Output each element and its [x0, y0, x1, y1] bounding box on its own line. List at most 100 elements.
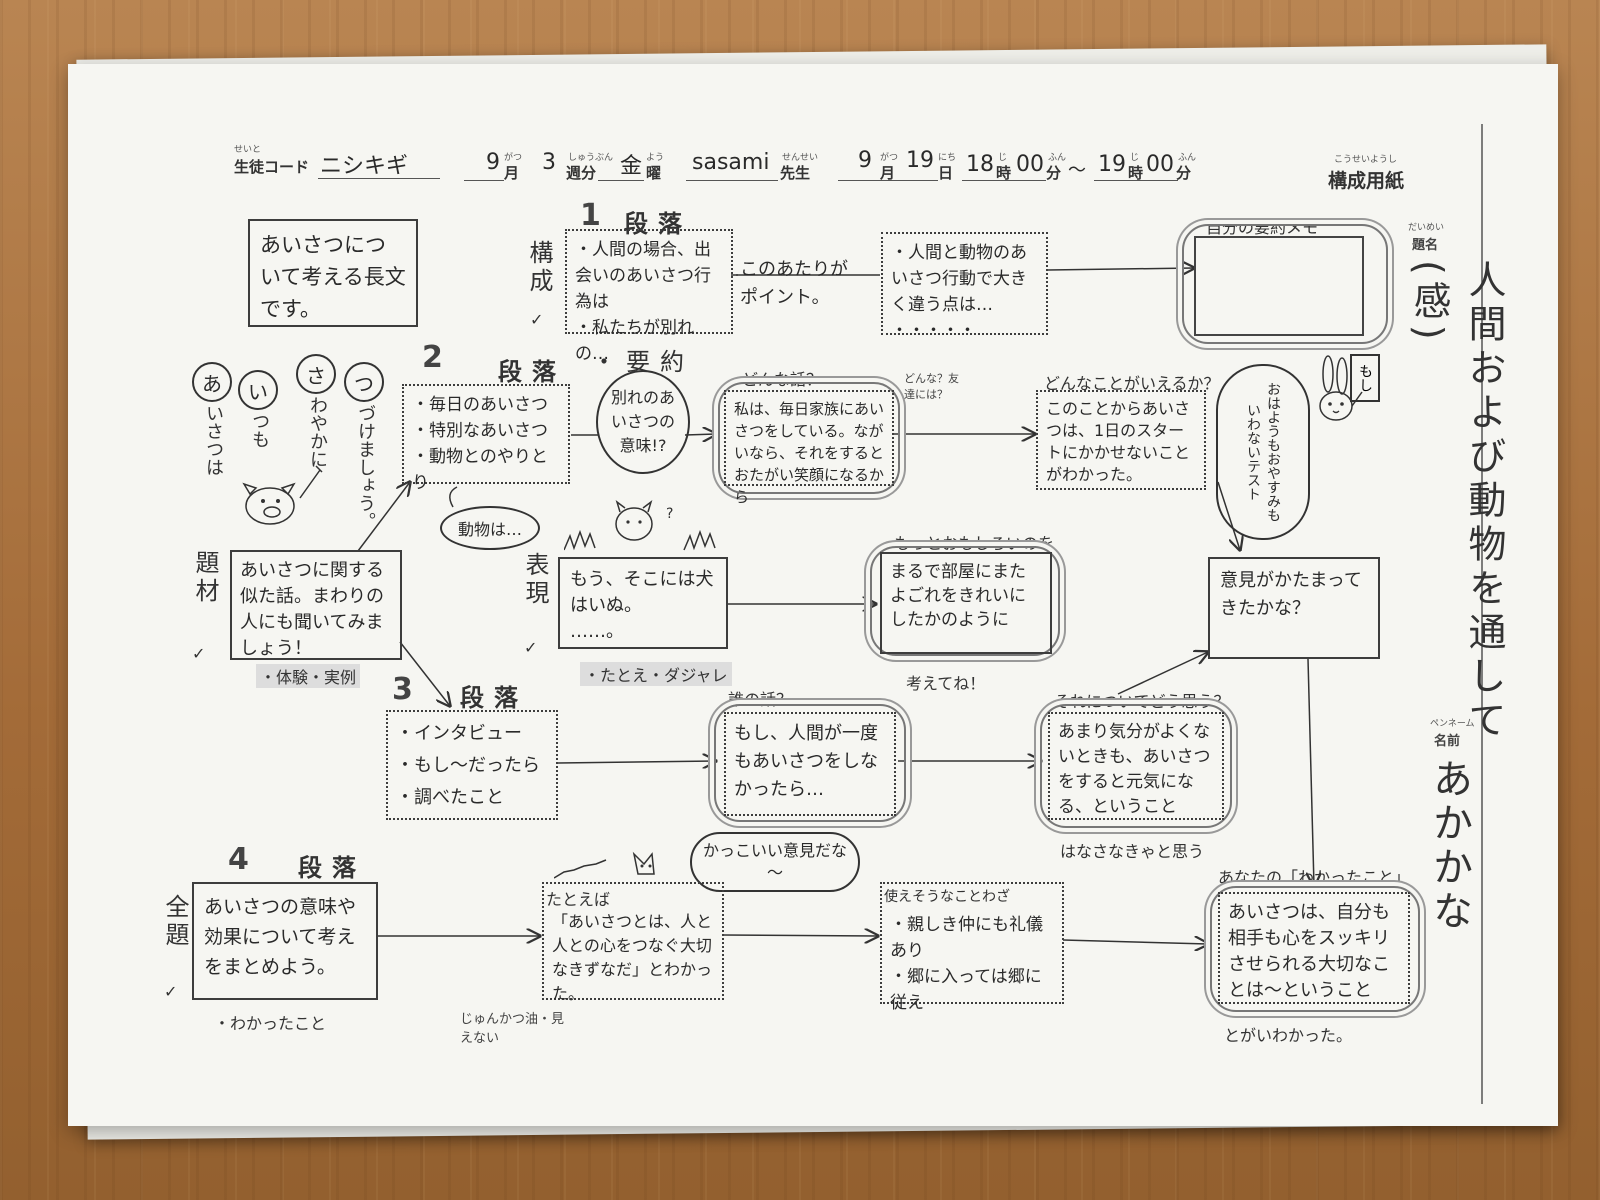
expression-note: ・たとえ・ダジャレ: [580, 662, 732, 686]
month1-ruby: がつ: [504, 153, 523, 163]
rabbit-doodle-icon: [1319, 355, 1363, 421]
p2-box-3: このことからあいさつは、1日のスタートにかかせないことがわかった。: [1036, 390, 1206, 490]
p3-question2-label: それについてどう思う？: [1054, 692, 1230, 711]
p4-note: ・わかったこと: [214, 1014, 327, 1033]
sheet-title-ruby: こうせいようし: [1334, 155, 1397, 165]
circle-char-i: い: [238, 370, 278, 410]
month2-ruby: がつ: [880, 153, 899, 163]
end-min-label: 分: [1176, 164, 1192, 182]
min-label: 分: [1046, 164, 1062, 182]
p3-box-2: もし、人間が一度もあいさつをしなかったら…: [724, 712, 896, 816]
start-hour-value: 18: [966, 152, 994, 177]
expression-cloud: [870, 546, 1060, 656]
cool-bubble: かっこいい意見だな～: [690, 832, 860, 892]
p2-cloud-2: [718, 382, 900, 494]
tsu-text: づけましょう。: [355, 404, 376, 530]
teacher-ruby: せんせい: [782, 153, 819, 163]
name-value: あかかな: [1426, 758, 1472, 934]
end-min-ruby: ふん: [1178, 153, 1197, 163]
teacher-value: sasami: [692, 150, 770, 175]
worksheet: せいと 生徒コード ニシキギ 9 がつ 月 3 しゅうぶん 週分 金 よう 曜 …: [68, 64, 1558, 1126]
p4-box-3: ・親しき仲にも礼儀あり ・郷に入っては郷に従え: [880, 882, 1064, 1013]
tilde: ～: [1068, 160, 1086, 181]
svg-text:?: ?: [666, 506, 673, 522]
day-value: 19: [906, 148, 934, 173]
title-value: 人間および動物を通して(感): [1407, 260, 1506, 744]
weekday-value: 金: [620, 154, 643, 179]
week-ruby: しゅうぶん: [568, 153, 614, 163]
end-min-value: 00: [1146, 152, 1174, 177]
p2-title: 段落: [498, 358, 566, 386]
p4-cloud-4: [1210, 886, 1420, 1012]
circle-char-a: あ: [192, 362, 232, 402]
p4-useful-label: 使えそうなことわざ: [884, 889, 1010, 905]
opinion-box: 意見がかたまってきたかな？: [1208, 557, 1380, 659]
expression-cloud-box: まるで部屋にまたよごれをきれいにしたかのように: [880, 552, 1052, 654]
connector-lines: [357, 124, 1483, 1104]
p1-box-3: ・人間と動物のあいさつ行動で大きく違う点は… ・・・・・: [881, 232, 1048, 341]
p4-check: ✓: [164, 982, 178, 1001]
cat-doodle-icon: [554, 851, 655, 879]
p4-title: 段落: [298, 854, 366, 882]
start-min-value: 00: [1016, 152, 1044, 177]
p4-number: 4: [228, 842, 249, 877]
month1-value: 9: [486, 150, 500, 175]
student-code-value: ニシキギ: [320, 154, 409, 179]
expression-check: ✓: [524, 638, 538, 657]
student-code-label: 生徒コード: [234, 158, 310, 176]
p2-box-1: ・毎日のあいさつ ・特別なあいさつ ・動物とのやりとり: [402, 384, 570, 493]
p3-title: 段落: [460, 684, 528, 712]
p3-box-1: ・インタビュー ・もし～だったら ・調べたこと: [386, 710, 558, 820]
p1-side-label: 構成: [525, 240, 553, 296]
p4-example-label: たとえば: [546, 890, 611, 909]
p4-box-1: あいさつの意味や効果について考えをまとめよう。: [192, 882, 378, 1000]
month2-label: 月: [880, 164, 896, 182]
rabbit-bubble: おはようもおやすみもいわないテスト: [1216, 364, 1310, 540]
rabbit-sign: もし: [1350, 354, 1380, 402]
p4-box-2: 「あいさつとは、人と人との心をつなぐ大切なきずなだ」とわかった。: [542, 882, 724, 1003]
theme-note: ・体験・実例: [256, 664, 361, 688]
pig-doodle-icon: [242, 465, 323, 525]
p4-box4-tail: とがいわかった。: [1224, 1026, 1353, 1045]
month2-value: 9: [858, 148, 872, 173]
p4-side-label: 全題: [161, 894, 189, 950]
p4-box-4: あいさつは、自分も相手も心をスッキリさせられる大切なことは～ということ: [1218, 892, 1410, 1004]
intro-box: あいさつについて考える長文です。: [248, 219, 418, 327]
p3-box3-tail: はなさなきゃと思う: [1060, 842, 1205, 861]
p1-check: ✓: [530, 310, 544, 329]
end-hour-label: 時: [1128, 164, 1144, 182]
penname-ruby: ペンネーム: [1430, 719, 1475, 729]
day-label: 日: [938, 164, 954, 182]
p2-number: 2: [422, 340, 443, 375]
expression-label: 表現: [521, 552, 549, 608]
teacher-label: 先生: [780, 164, 811, 182]
p1-box-1: ・人間の場合、出会いのあいさつ行為は ・私たちが別れの…: [565, 229, 733, 364]
p2-question-small: どんな？友達には？: [904, 372, 959, 401]
end-hour-ruby: じ: [1130, 153, 1140, 163]
theme-check: ✓: [192, 644, 206, 663]
p2-question2-label: どんなことがいえるか？: [1044, 374, 1220, 393]
theme-label: 題材: [191, 550, 219, 606]
p2-box-2: 私は、毎日家族にあいさつをしている。ながいなら、それをするとおたがい笑顔になるか…: [724, 390, 894, 506]
name-label: 名前: [1434, 734, 1461, 749]
expression-cloud-note: 考えてね！: [906, 674, 986, 693]
end-hour-value: 19: [1098, 152, 1126, 177]
p1-box-2: このあたりがポイント。: [740, 259, 848, 308]
sheet-title: 構成用紙: [1328, 170, 1405, 192]
p3-box-3: あまり気分がよくないときも、あいさつをすると元気になる、ということ: [1048, 712, 1224, 820]
start-min-ruby: ふん: [1048, 153, 1067, 163]
expression-box: もう、そこには犬はいぬ。 ……。: [558, 557, 728, 649]
p4-result-label: あなたの「わかったこと」: [1218, 868, 1411, 887]
week-value: 3: [542, 150, 556, 175]
memo-label: 自分の要約メモ: [1206, 218, 1319, 237]
parting-bubble: 別れのあいさつの意味!?: [596, 370, 690, 474]
grass-doodle-icon: ?: [564, 500, 716, 551]
smooth-note: じゅんかつ油・見えない: [460, 1012, 565, 1046]
p3-cloud-2: [714, 704, 906, 822]
day-ruby: にち: [938, 153, 957, 163]
memo-box: [1194, 236, 1364, 336]
title-ruby: だいめい: [1408, 223, 1445, 233]
weekday-label: 曜: [646, 164, 662, 182]
weekday-ruby: よう: [646, 153, 665, 163]
p1-title: 段落: [624, 210, 692, 238]
